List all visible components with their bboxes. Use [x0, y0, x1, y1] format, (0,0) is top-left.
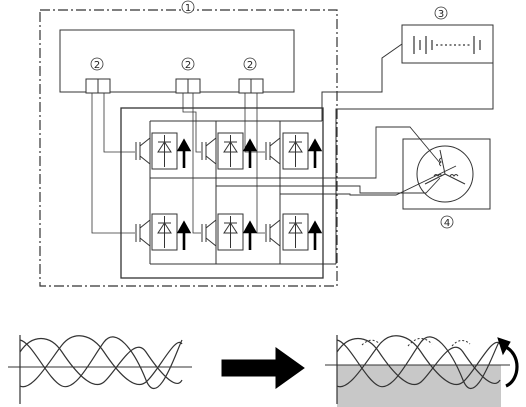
gate-driver-left — [85, 78, 111, 94]
waveform-after — [325, 335, 510, 407]
current-arrow-lower-mid — [242, 220, 258, 250]
switch-lower-mid — [201, 213, 244, 251]
switch-lower-left — [135, 213, 178, 251]
label-circle-battery — [434, 6, 448, 20]
transform-arrow-icon — [221, 347, 305, 389]
label-controller: 1 — [185, 3, 191, 14]
battery-box — [401, 24, 494, 64]
label-circle-driver-left — [90, 57, 104, 71]
label-motor: 4 — [444, 218, 450, 229]
rotation-arrow-icon — [503, 344, 519, 388]
current-arrow-upper-mid — [242, 138, 258, 168]
battery-wire-positive — [321, 43, 403, 121]
label-circle-motor — [440, 215, 454, 229]
inverter-module — [120, 107, 324, 279]
label-battery: 3 — [438, 9, 444, 20]
current-arrow-lower-right — [307, 220, 323, 250]
gate-driver-right — [238, 78, 264, 94]
motor-stator — [416, 145, 474, 203]
current-arrow-upper-left — [176, 138, 192, 168]
label-driver-right: 2 — [247, 60, 253, 71]
switch-upper-left — [135, 132, 178, 170]
gate-wires — [91, 93, 265, 234]
switch-upper-right — [265, 132, 309, 170]
motor-box — [402, 138, 491, 210]
label-driver-mid: 2 — [185, 60, 191, 71]
label-driver-left: 2 — [94, 60, 100, 71]
gate-driver-mid — [175, 78, 201, 94]
battery-wire-negative — [335, 44, 494, 264]
dashed-peaks — [361, 338, 471, 347]
current-arrow-lower-left — [176, 220, 192, 250]
switch-upper-mid — [201, 132, 244, 170]
label-circle-controller — [181, 0, 195, 14]
current-arrow-upper-right — [307, 138, 323, 168]
switch-lower-right — [265, 213, 309, 251]
rotation-arrowhead — [497, 337, 511, 356]
motor-windings — [424, 149, 466, 185]
battery-cells — [413, 36, 481, 54]
label-circle-driver-mid — [181, 57, 195, 71]
waveform-before — [8, 335, 192, 404]
label-circle-driver-right — [243, 57, 257, 71]
